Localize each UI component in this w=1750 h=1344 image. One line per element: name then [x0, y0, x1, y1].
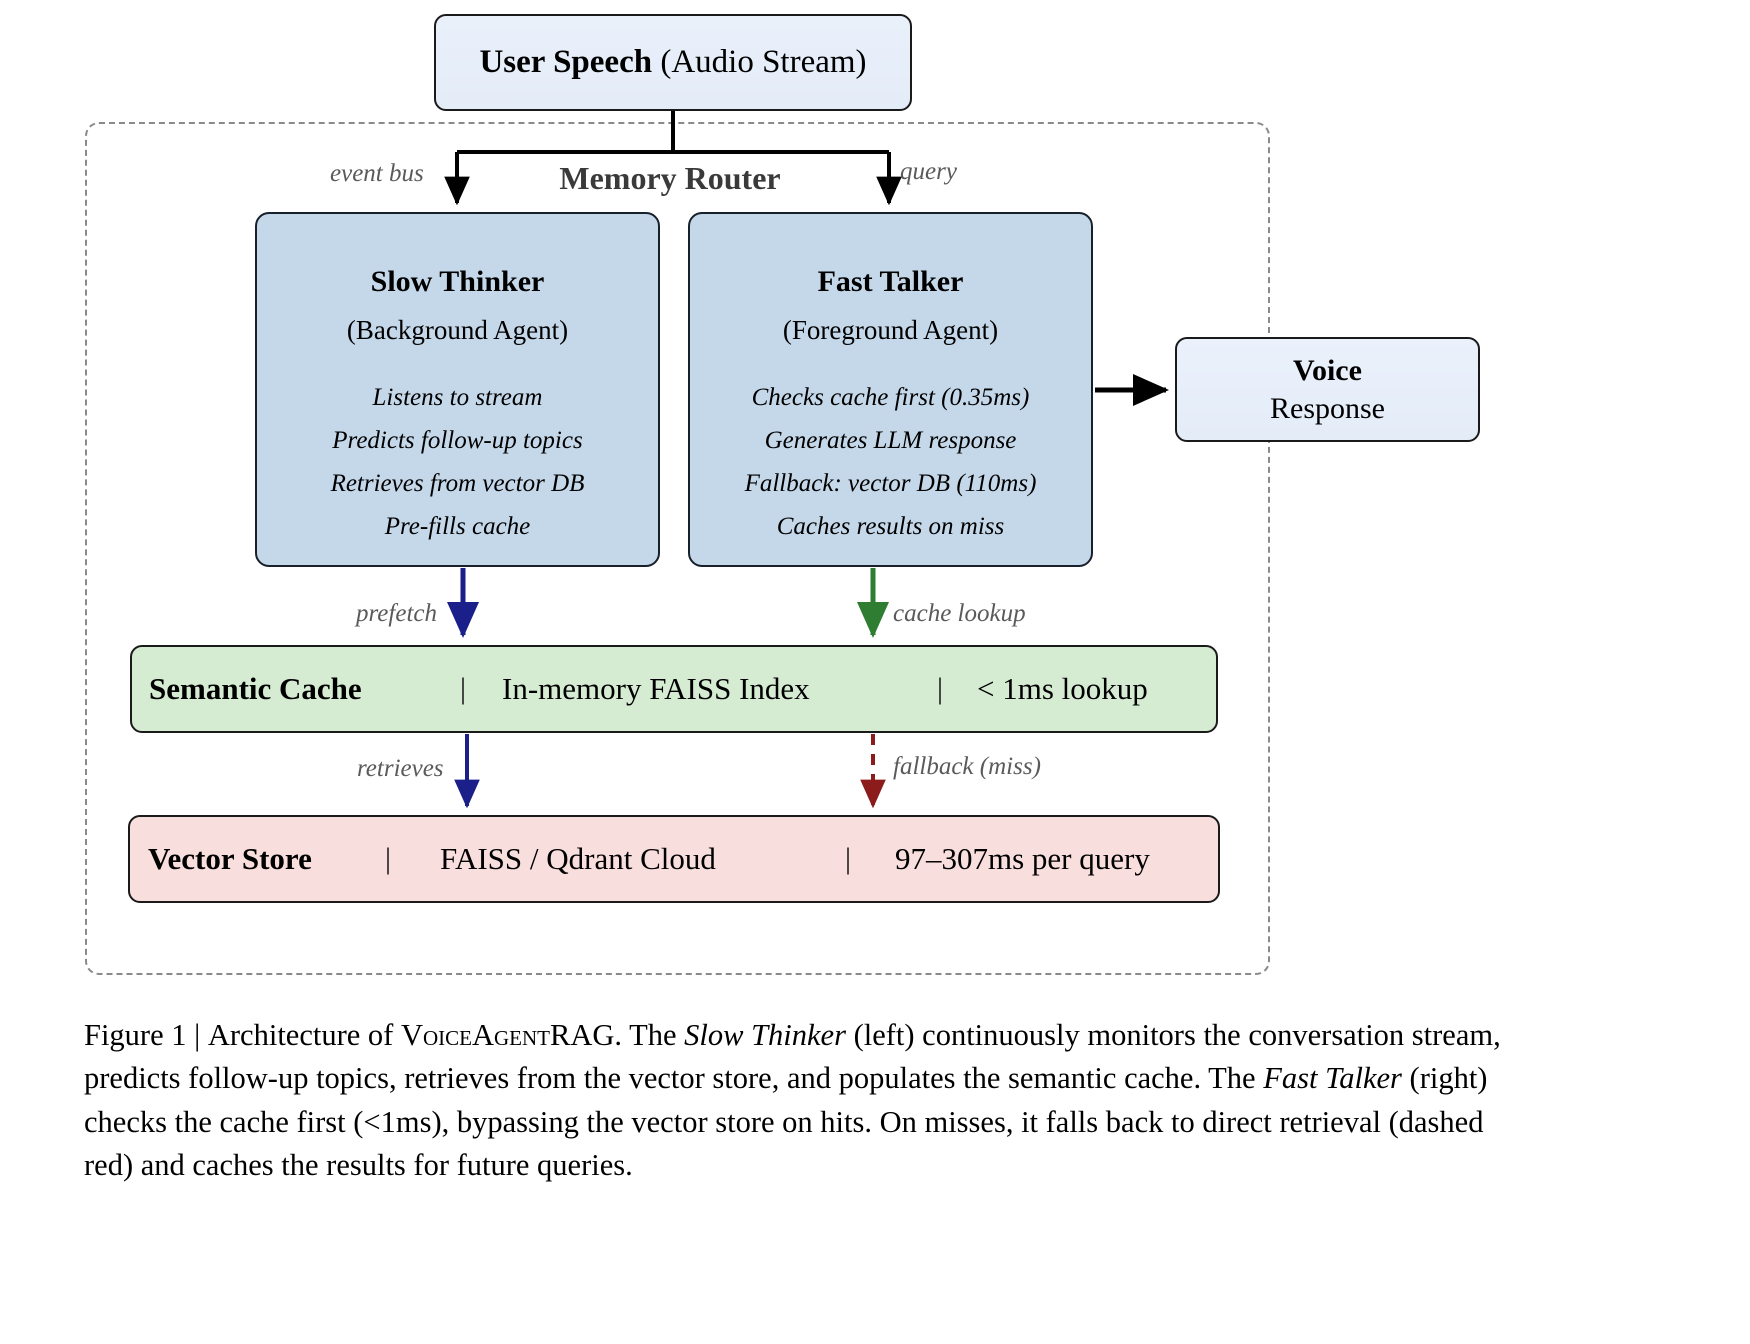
edge-label-cache-lookup: cache lookup	[893, 600, 1026, 627]
caption-emph-fast-talker: Fast Talker	[1263, 1061, 1402, 1096]
slow-thinker-bullets: Listens to stream Predicts follow-up top…	[331, 376, 585, 548]
slow-thinker-bullet: Listens to stream	[372, 384, 543, 411]
figure-number: Figure 1	[84, 1018, 187, 1052]
slow-thinker-bullet: Retrieves from vector DB	[330, 470, 585, 497]
semantic-cache-name: Semantic Cache	[149, 671, 362, 706]
edge-label-retrieves: retrieves	[357, 755, 444, 782]
user-speech-label: User Speech (Audio Stream)	[479, 44, 866, 81]
semantic-cache-detail: In-memory FAISS Index	[502, 671, 810, 706]
memory-router-label: Memory Router	[559, 160, 781, 196]
vector-store-detail: FAISS / Qdrant Cloud	[440, 841, 716, 876]
user-speech-subtitle: (Audio Stream)	[652, 44, 867, 80]
separator: |	[937, 672, 944, 705]
edge-label-fallback: fallback (miss)	[893, 753, 1041, 780]
edge-label-query: query	[900, 158, 957, 185]
voice-response-box: Voice Response	[1175, 337, 1480, 442]
separator: |	[460, 672, 467, 705]
fast-talker-title: Fast Talker	[817, 265, 964, 298]
vector-store-name: Vector Store	[148, 841, 312, 876]
fast-talker-bullet: Checks cache first (0.35ms)	[751, 384, 1030, 411]
edge-label-event-bus: event bus	[330, 160, 424, 187]
separator: |	[845, 842, 852, 875]
caption-divider: |	[194, 1018, 201, 1052]
user-speech-box: User Speech (Audio Stream)	[434, 14, 912, 111]
slow-thinker-subtitle: (Background Agent)	[346, 315, 569, 345]
slow-thinker-box: Slow Thinker (Background Agent) Listens …	[255, 212, 660, 567]
caption-part1: . The	[614, 1018, 685, 1052]
slow-thinker-bullet: Pre-fills cache	[384, 513, 531, 540]
fast-talker-bullets: Checks cache first (0.35ms) Generates LL…	[745, 376, 1037, 548]
fast-talker-bullet: Fallback: vector DB (110ms)	[744, 470, 1037, 497]
voice-response-line2: Response	[1270, 391, 1385, 425]
system-name: VoiceAgentRAG	[400, 1018, 615, 1052]
slow-thinker-bullet: Predicts follow-up topics	[332, 427, 583, 454]
fast-talker-subtitle: (Foreground Agent)	[782, 315, 999, 345]
caption-emph-slow-thinker: Slow Thinker	[684, 1018, 846, 1052]
fast-talker-bullet: Generates LLM response	[764, 427, 1017, 454]
voice-response-line1: Voice	[1293, 353, 1362, 387]
vector-store-bar: Vector Store | FAISS / Qdrant Cloud | 97…	[128, 815, 1220, 903]
slow-thinker-title: Slow Thinker	[370, 265, 545, 298]
semantic-cache-bar: Semantic Cache | In-memory FAISS Index |…	[130, 645, 1218, 733]
user-speech-title: User Speech	[479, 44, 653, 80]
system-boundary	[85, 122, 1270, 975]
separator: |	[385, 842, 392, 875]
vector-store-latency: 97–307ms per query	[895, 841, 1150, 876]
figure-caption: Figure 1 | Architecture of VoiceAgentRAG…	[84, 1014, 1504, 1187]
fast-talker-bullet: Caches results on miss	[776, 513, 1005, 540]
semantic-cache-latency: < 1ms lookup	[977, 671, 1148, 706]
caption-part2: (left) continuously monitors the convers…	[84, 1018, 1501, 1096]
fast-talker-box: Fast Talker (Foreground Agent) Checks ca…	[688, 212, 1093, 567]
edge-label-prefetch: prefetch	[356, 600, 437, 627]
caption-prefix: Architecture of	[207, 1018, 401, 1052]
caption-part3: (right) checks the cache first (<1ms), b…	[84, 1061, 1488, 1182]
